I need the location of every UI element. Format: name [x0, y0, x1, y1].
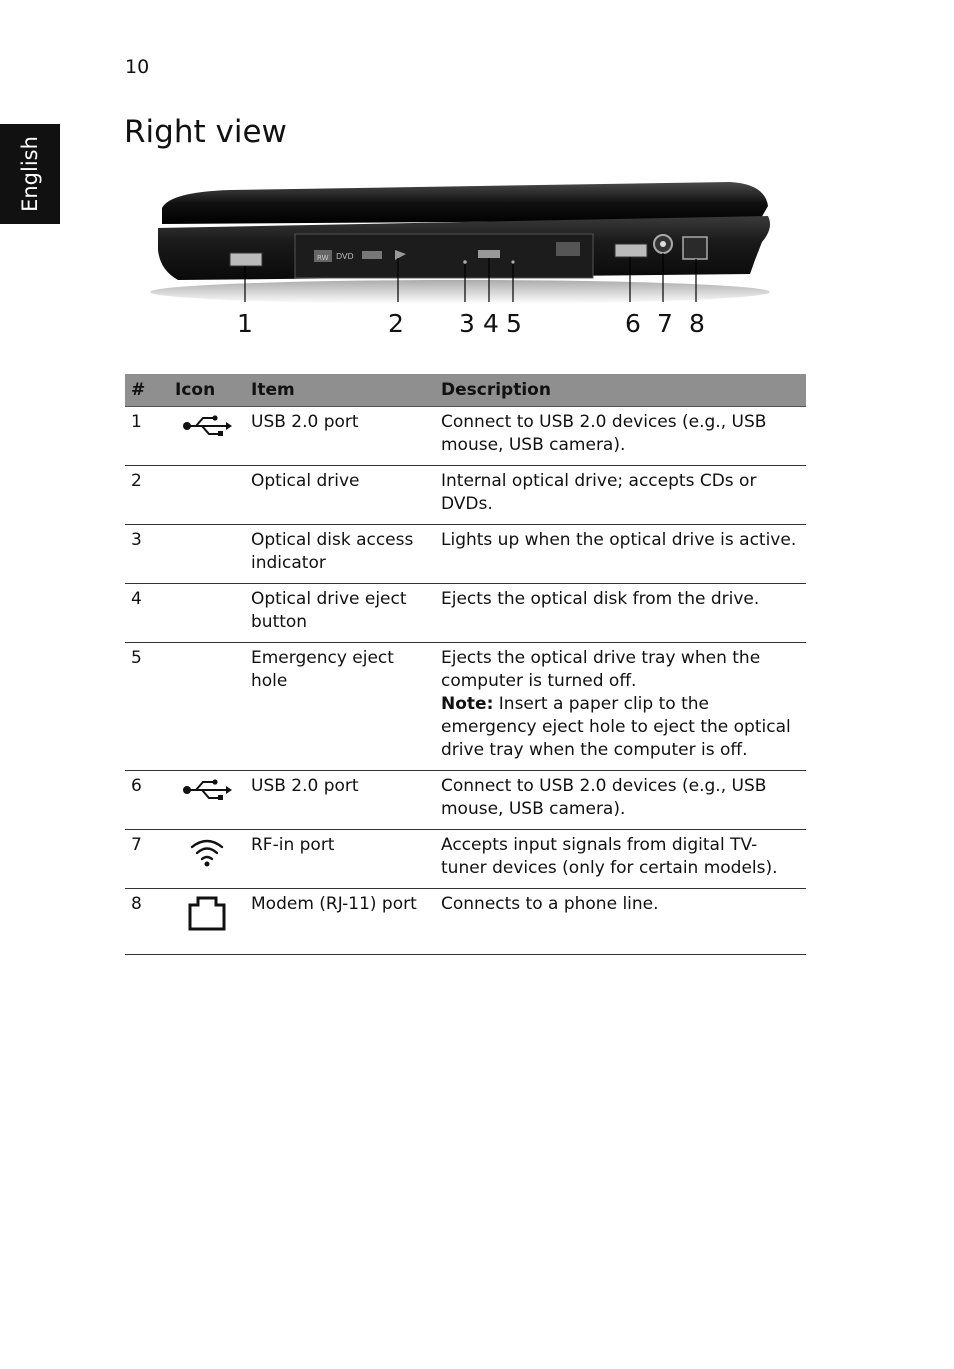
table-row: 4 Optical drive eject button Ejects the … [125, 583, 806, 643]
bluray-logo [395, 250, 406, 260]
language-tab-label: English [18, 136, 42, 212]
header-icon: Icon [169, 374, 245, 407]
table-row: 7 RF-in port Accepts input signals from … [125, 829, 806, 889]
drive-led-shape [463, 260, 467, 264]
row-num: 5 [125, 642, 169, 771]
note-label: Note: [441, 694, 494, 714]
disc-logo [556, 242, 580, 256]
rw-logo [314, 250, 332, 262]
modem-port-shape [682, 236, 708, 260]
row-description: Ejects the optical disk from the drive. [435, 583, 806, 643]
table-row: 6 USB 2.0 port Connect to USB 2.0 device… [125, 770, 806, 830]
row-item: Emergency eject hole [245, 642, 435, 771]
callout-2: 2 [388, 309, 404, 338]
page-number: 10 [125, 56, 150, 78]
row-description: Lights up when the optical drive is acti… [435, 524, 806, 584]
row-num: 4 [125, 583, 169, 643]
dvd-label: DVD [336, 252, 354, 261]
row-item: USB 2.0 port [245, 406, 435, 466]
laptop-lid [162, 182, 768, 224]
table-header-row: # Icon Item Description [125, 374, 806, 407]
laptop-illustration: RW DVD 1 2 3 4 5 6 7 8 [150, 182, 770, 338]
header-description: Description [435, 374, 806, 407]
row-num: 1 [125, 406, 169, 466]
format-logo [362, 251, 382, 259]
callout-6: 6 [625, 309, 641, 338]
laptop-shadow [150, 280, 770, 304]
row-icon [169, 406, 245, 466]
row-description: Connect to USB 2.0 devices (e.g., USB mo… [435, 406, 806, 466]
callout-4: 4 [483, 309, 499, 338]
row-icon [169, 888, 245, 955]
row-item: Modem (RJ-11) port [245, 888, 435, 955]
drive-eject-button-shape [478, 250, 500, 258]
callout-7: 7 [657, 309, 673, 338]
laptop-right-view-figure: RW DVD 1 2 3 4 5 6 7 8 [140, 170, 790, 350]
modem-icon [188, 896, 226, 931]
rf-in-icon [190, 839, 224, 867]
row-icon [169, 770, 245, 830]
table-row: 3 Optical disk access indicator Lights u… [125, 524, 806, 584]
row-description: Internal optical drive; accepts CDs or D… [435, 465, 806, 525]
row-num: 6 [125, 770, 169, 830]
page-title: Right view [124, 114, 287, 150]
row-icon [169, 583, 245, 643]
row-description: Ejects the optical drive tray when the c… [435, 642, 806, 771]
usb-icon [183, 779, 232, 800]
table-row: 1 USB 2.0 port Connect to USB 2.0 device… [125, 406, 806, 466]
right-view-table: # Icon Item Description 1 [125, 374, 806, 955]
callout-8: 8 [689, 309, 705, 338]
rw-label: RW [317, 254, 329, 262]
row-icon [169, 465, 245, 525]
eject-hole-shape [511, 260, 515, 264]
row-description: Accepts input signals from digital TV-tu… [435, 829, 806, 889]
optical-drive-bay [294, 233, 594, 279]
callout-3: 3 [459, 309, 475, 338]
row-num: 8 [125, 888, 169, 955]
row-item: Optical drive [245, 465, 435, 525]
header-item: Item [245, 374, 435, 407]
header-num: # [125, 374, 169, 407]
usb-port-2-shape [614, 243, 648, 258]
language-tab: English [0, 124, 60, 224]
usb-port-1-shape [229, 252, 263, 267]
note-text: Insert a paper clip to the emergency eje… [441, 694, 791, 760]
callout-1: 1 [237, 309, 253, 338]
row-num: 3 [125, 524, 169, 584]
row-description: Connects to a phone line. [435, 888, 806, 955]
row-item: RF-in port [245, 829, 435, 889]
table-row: 2 Optical drive Internal optical drive; … [125, 465, 806, 525]
row-description: Connect to USB 2.0 devices (e.g., USB mo… [435, 770, 806, 830]
usb-icon [183, 415, 232, 436]
row-description-text: Ejects the optical drive tray when the c… [441, 648, 761, 691]
row-item: Optical disk access indicator [245, 524, 435, 584]
callout-lines [244, 253, 697, 302]
row-num: 7 [125, 829, 169, 889]
callout-5: 5 [506, 309, 522, 338]
row-icon [169, 524, 245, 584]
row-item: Optical drive eject button [245, 583, 435, 643]
row-num: 2 [125, 465, 169, 525]
rf-in-port-center [660, 241, 666, 247]
table-row: 8 Modem (RJ-11) port Connects to a phone… [125, 888, 806, 955]
row-icon [169, 829, 245, 889]
table-row: 5 Emergency eject hole Ejects the optica… [125, 642, 806, 771]
row-icon [169, 642, 245, 771]
row-item: USB 2.0 port [245, 770, 435, 830]
